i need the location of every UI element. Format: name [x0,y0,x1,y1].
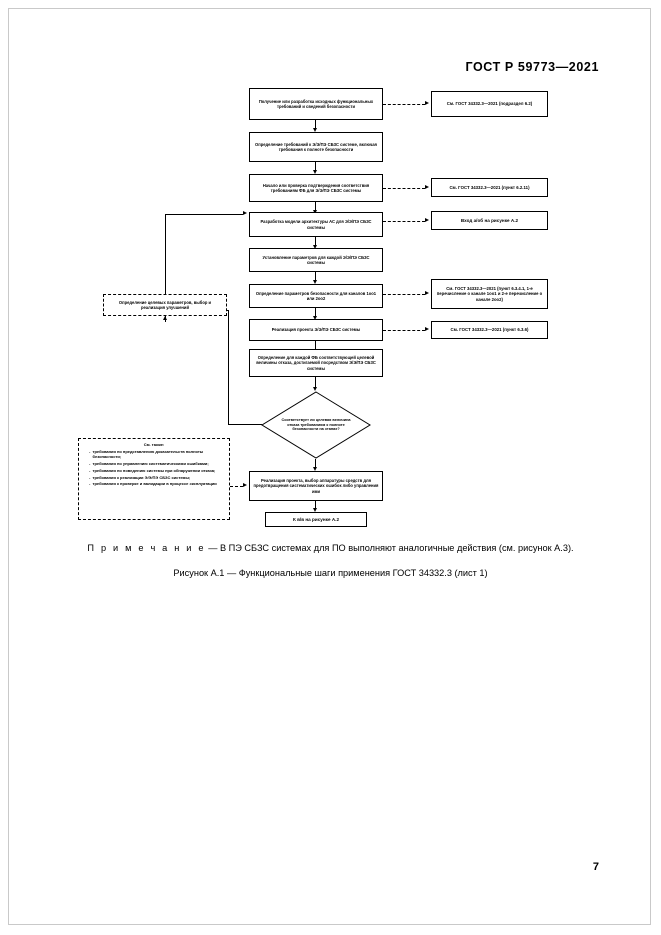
side-note-item: требования по поведению системы при обна… [89,468,224,474]
connector-n4-r3 [383,221,425,222]
flow-node-4: Разработка модели архитектуры АС для Э/Э… [249,212,383,237]
arrow-8-decision [313,387,317,391]
page-number: 7 [592,861,599,873]
arrow-n4-r3 [425,218,429,222]
page-title: ГОСТ Р 59773—2021 [465,60,599,74]
flow-node-2-label: Определение требований к Э/Э/ПЭ СБЗС сис… [255,141,377,152]
flow-node-3: Начало или проверка подтверждения соотве… [249,174,383,202]
reference-box-3-label: Вход а/об на рисунке А.2 [460,217,519,223]
figure-caption: Рисунок А.1 — Функциональные шаги примен… [173,568,488,578]
decision-label: Соответствует ли целевая величина отказа… [281,417,351,432]
flow-node-7: Реализация проекта Э/Э/ПЭ СБЗС системы [249,319,383,341]
reference-box-4: См. ГОСТ 34332.3—2021 (пункт 6.3.4.1, 1-… [431,279,548,309]
reference-box-1: См. ГОСТ 34332.3—2021 (подраздел 6.2) [431,91,548,117]
connector-n6-r4 [383,294,425,295]
side-note-item: требования по управлению систематическим… [89,461,224,467]
arrow-5-6 [313,280,317,284]
connector-decision-9 [315,459,316,469]
connector-feedback-to-node4 [165,214,243,215]
note-caption: П р и м е ч а н и е — В ПЭ СБЗС системах… [0,543,661,553]
arrow-4-5 [313,245,317,249]
connector-7-8 [315,341,316,350]
reference-box-3: Вход а/об на рисунке А.2 [431,211,548,230]
feedback-node-label: Определение целевых параметров, выбор и … [118,299,212,310]
arrow-2-3 [313,170,317,174]
connector-n3-r2 [383,188,425,189]
flow-node-10: К в/в на рисунке А.2 [265,512,367,527]
connector-9-10 [315,501,316,510]
connector-8-decision [315,377,316,389]
connector-decision-left [228,424,262,425]
arrow-n3-r2 [425,185,429,189]
connector-3-4 [315,202,316,211]
arrow-6-7 [313,316,317,320]
reference-box-4-label: См. ГОСТ 34332.3—2021 (пункт 6.3.4.1, 1-… [436,285,543,302]
reference-box-5-label: См. ГОСТ 34332.3—2021 (пункт 6.3.6) [450,327,529,333]
decision-diamond: Соответствует ли целевая величина отказа… [261,391,371,459]
decision-diamond-shape [261,391,371,459]
flow-node-8-label: Определение для каждой ФБ соответствующе… [256,355,376,371]
arrow-1-2 [313,128,317,132]
flow-node-5-label: Установление параметров для каждой Э/Э/П… [262,254,370,265]
side-note-item: требования к реализации Э/Э/ПЭ СБЗС сист… [89,475,224,481]
arrow-n1-r1 [425,101,429,105]
reference-box-1-label: См. ГОСТ 34332.3—2021 (подраздел 6.2) [446,101,533,107]
flow-node-10-label: К в/в на рисунке А.2 [292,516,340,522]
flow-node-9-label: Реализация проекта, выбор аппаратуры сре… [253,478,379,494]
connector-2-3 [315,162,316,171]
flow-node-3-label: Начало или проверка подтверждения соотве… [262,182,370,193]
connector-1-2 [315,120,316,129]
reference-box-2-label: См. ГОСТ 34332.3—2021 (пункт 6.2.11) [449,184,530,190]
connector-4-5 [315,237,316,246]
connector-n1-r1 [383,104,425,105]
flow-node-7-label: Реализация проекта Э/Э/ПЭ СБЗС системы [271,327,361,333]
arrow-feedback-to-node4 [243,211,247,215]
side-note-title: См. также: [143,442,165,447]
side-note-list: требования по представлению доказательст… [84,449,224,487]
arrow-decision-9 [313,467,317,471]
arrow-n6-r4 [425,291,429,295]
side-note-item: требования к проверке и валидации в проц… [89,481,224,487]
connector-6-7 [315,308,316,317]
flow-node-8: Определение для каждой ФБ соответствующе… [249,349,383,377]
flow-node-6-label: Определение параметров безопасности для … [255,290,377,301]
reference-box-5: См. ГОСТ 34332.3—2021 (пункт 6.3.6) [431,321,548,339]
flow-node-1: Получение или разработка исходных функци… [249,88,383,120]
feedback-node: Определение целевых параметров, выбор и … [103,294,227,316]
connector-5-6 [315,272,316,281]
flow-node-2: Определение требований к Э/Э/ПЭ СБЗС сис… [249,132,383,162]
flow-node-4-label: Разработка модели архитектуры АС для Э/Э… [260,219,372,230]
connector-n7-r5 [383,330,425,331]
flow-node-1-label: Получение или разработка исходных функци… [258,98,374,109]
side-note-item: требования по представлению доказательст… [89,449,224,460]
flow-node-5: Установление параметров для каждой Э/Э/П… [249,248,383,272]
note-caption-label: П р и м е ч а н и е [87,543,206,553]
connector-feedback-up [165,214,166,294]
note-caption-text: — В ПЭ СБЗС системах для ПО выполняют ан… [205,543,574,553]
reference-box-2: См. ГОСТ 34332.3—2021 (пункт 6.2.11) [431,178,548,197]
connector-note-to-node9 [230,486,243,487]
arrow-note-to-node9 [243,483,247,487]
arrow-n7-r5 [425,327,429,331]
arrow-into-feedback-up [163,316,167,320]
arrow-9-10 [313,508,317,512]
flow-node-9: Реализация проекта, выбор аппаратуры сре… [249,471,383,501]
connector-left-up [228,310,229,425]
side-note-box: См. также: требования по представлению д… [78,438,230,520]
flowchart-diagram: Получение или разработка исходных функци… [0,0,661,560]
flow-node-6: Определение параметров безопасности для … [249,284,383,308]
